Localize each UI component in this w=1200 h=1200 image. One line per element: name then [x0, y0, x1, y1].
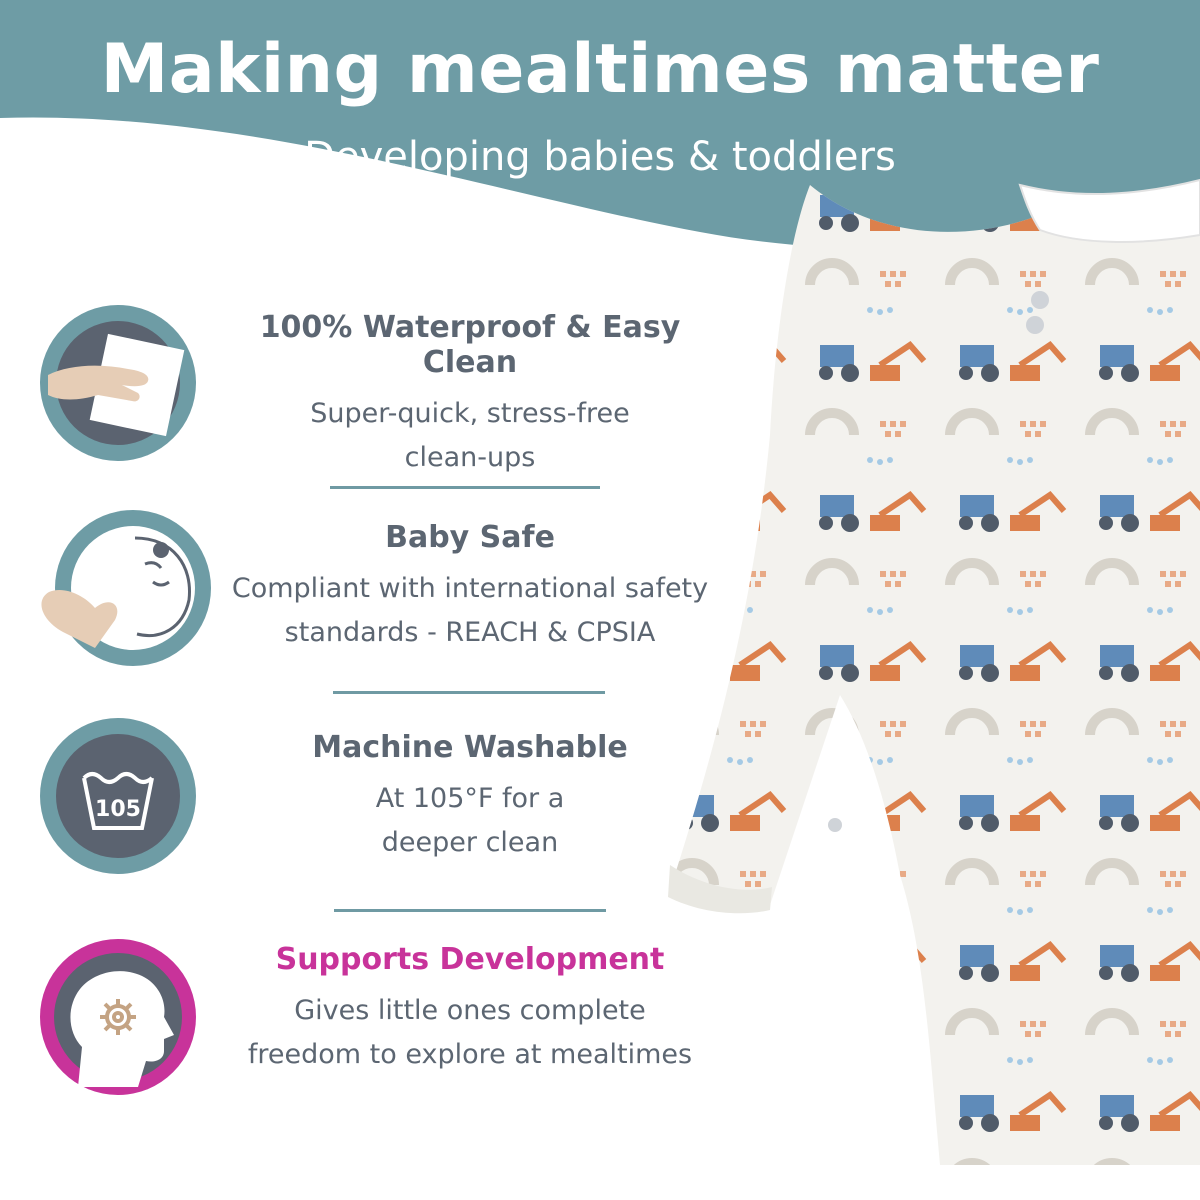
feature-title: Machine Washable: [312, 730, 628, 765]
wash-temp-label: 105: [95, 797, 141, 822]
head-gear-icon: [40, 939, 196, 1095]
product-image: [660, 175, 1200, 1165]
feature-title: Supports Development: [275, 942, 665, 977]
feature-description: Super-quick, stress-free clean-ups: [210, 392, 730, 480]
baby-heart-icon: [41, 510, 211, 666]
feature-title: Baby Safe: [385, 520, 555, 555]
page-subtitle: Developing babies & toddlers: [304, 134, 896, 180]
page-title: Making mealtimes matter: [100, 30, 1100, 109]
development-badge: [38, 937, 198, 1097]
feature-waterproof: 100% Waterproof & Easy Clean Super-quick…: [210, 310, 730, 480]
divider: [333, 691, 605, 694]
feature-desc-line: Compliant with international safety: [231, 573, 709, 604]
header-banner: Making mealtimes matter Developing babie…: [0, 0, 1200, 260]
feature-desc-line: deeper clean: [381, 827, 559, 858]
feature-desc-line: standards - REACH & CPSIA: [284, 617, 656, 648]
feature-title: 100% Waterproof & Easy Clean: [259, 310, 681, 380]
washable-badge: 105: [38, 716, 198, 876]
feature-desc-line: At 105°F for a: [375, 783, 565, 814]
feature-desc-line: clean-ups: [404, 442, 536, 473]
baby-safe-badge: [38, 508, 211, 668]
feature-desc-line: freedom to explore at mealtimes: [247, 1039, 693, 1070]
feature-description: Compliant with international safety stan…: [210, 567, 730, 655]
waterproof-badge: [38, 303, 198, 463]
feature-desc-line: Gives little ones complete: [294, 995, 646, 1026]
divider: [330, 486, 600, 489]
feature-description: Gives little ones complete freedom to ex…: [210, 989, 730, 1077]
header-wave: [0, 0, 1200, 249]
feature-baby-safe: Baby Safe Compliant with international s…: [210, 520, 730, 655]
feature-description: At 105°F for a deeper clean: [210, 777, 730, 865]
bib-illustration: [668, 178, 1200, 1165]
wash-basin-icon: 105: [40, 718, 196, 874]
hand-wipe-icon: [40, 305, 196, 461]
feature-supports-development: Supports Development Gives little ones c…: [210, 942, 730, 1077]
feature-machine-washable: Machine Washable At 105°F for a deeper c…: [210, 730, 730, 865]
feature-desc-line: Super-quick, stress-free: [310, 398, 630, 429]
divider: [334, 909, 606, 912]
